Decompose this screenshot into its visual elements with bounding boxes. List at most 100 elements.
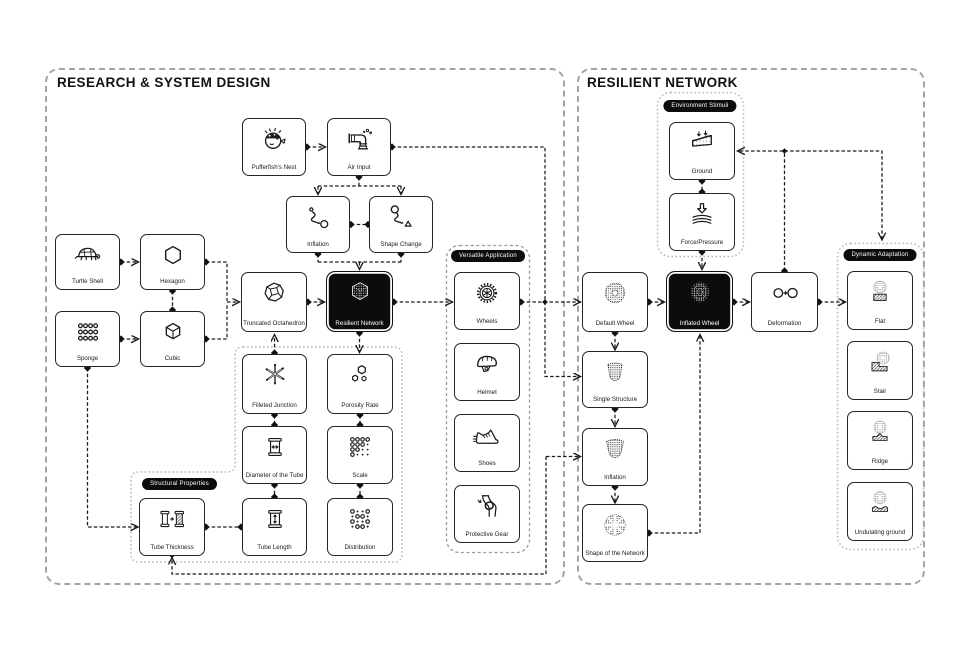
node-label: Tube Thickness — [150, 543, 194, 551]
node-label: Flat — [874, 317, 886, 325]
node-pufferfish-nest: Pufferfish's Nest — [242, 118, 306, 176]
node-label: Scale — [352, 471, 368, 479]
tube-diameter-icon — [267, 437, 282, 457]
node-helmet: Helmet — [454, 343, 520, 401]
node-inflation-left: Inflation — [286, 196, 350, 253]
node-label: Ground — [691, 167, 713, 175]
dynamic-adaptation-pill: Dynamic Adaptation — [843, 249, 917, 261]
node-label: Truncated Octahedron — [243, 319, 305, 327]
wheel-on-flat-icon — [873, 280, 887, 301]
node-truncated-octahedron: Truncated Octahedron — [241, 272, 307, 332]
node-label: Cubic — [164, 354, 181, 362]
node-label: Tube Length — [257, 543, 292, 551]
node-label: Shape of the Network — [585, 549, 645, 557]
pressure-arrow-icon — [692, 203, 712, 224]
inflation-arrow-icon — [309, 207, 329, 229]
node-label: Inflation — [307, 240, 329, 248]
node-label: Single Structure — [592, 395, 638, 403]
node-label: Pufferfish's Nest — [251, 163, 297, 171]
mesh-cube-icon — [351, 282, 368, 300]
pufferfish-icon — [264, 127, 286, 149]
shape-change-arrow-icon — [390, 205, 412, 227]
node-shoes: Shoes — [454, 414, 520, 472]
knee-pad-icon — [477, 495, 497, 517]
node-label: Default Wheel — [595, 319, 635, 327]
node-label: Resilient Network — [335, 319, 384, 327]
node-label: Protective Gear — [465, 530, 509, 538]
node-label: Distribution — [344, 543, 376, 551]
node-label: Force/Pressure — [680, 238, 724, 246]
node-ridge: Ridge — [847, 411, 913, 470]
node-ground: Ground — [669, 122, 735, 180]
node-label: Shoes — [478, 459, 496, 467]
helmet-icon — [477, 355, 497, 373]
node-wheels: Wheels — [454, 272, 520, 330]
mesh-structure-icon — [607, 362, 623, 381]
tube-thickness-icon — [160, 510, 185, 528]
node-scale: Scale — [327, 426, 393, 484]
versatile-application-pill: Versatile Application — [451, 250, 525, 262]
node-label: Filleted Junction — [252, 401, 297, 409]
node-resilient-network: Resilient Network — [326, 271, 393, 332]
junction-icon — [265, 363, 284, 385]
deformation-icon — [772, 287, 798, 299]
cube-icon — [165, 322, 180, 340]
left-panel-title: RESEARCH & SYSTEM DESIGN — [57, 75, 271, 90]
node-label: Deformation — [767, 319, 802, 327]
wheel-icon — [476, 282, 498, 304]
node-flat: Flat — [847, 271, 913, 330]
node-label: Diameter of the Tube — [245, 471, 304, 479]
node-porosity-rate: Porosity Rate — [327, 354, 393, 414]
node-label: Turtle Shell — [71, 277, 104, 285]
node-tube-thickness: Tube Thickness — [139, 498, 205, 556]
porosity-hexagons-icon — [352, 365, 367, 382]
node-sponge: Sponge — [55, 311, 120, 367]
node-inflated-wheel: Inflated Wheel — [666, 271, 733, 332]
structural-properties-pill: Structural Properties — [142, 478, 217, 490]
node-protective-gear: Protective Gear — [454, 485, 520, 543]
node-cubic: Cubic — [140, 311, 205, 367]
node-hexagon: Hexagon — [140, 234, 205, 290]
node-label: Wheels — [476, 317, 498, 325]
node-default-wheel: Default Wheel — [582, 272, 648, 332]
node-filleted-junction: Filleted Junction — [242, 354, 307, 414]
mesh-wheel-icon — [604, 282, 626, 304]
inflated-structure-icon — [606, 439, 624, 458]
sponge-pores-icon — [77, 323, 98, 341]
node-force-pressure: Force/Pressure — [669, 193, 735, 251]
node-label: Inflated Wheel — [679, 319, 720, 327]
node-undulating-ground: Undulating ground — [847, 482, 913, 541]
node-shape-of-network: Shape of the Network — [582, 504, 648, 562]
dynamic-adaptation-container — [836, 242, 925, 551]
node-label: Helmet — [477, 388, 497, 396]
network-flower-icon — [604, 514, 626, 536]
node-label: Ridge — [871, 457, 889, 465]
node-label: Hexagon — [160, 277, 185, 285]
node-inflation-right: Inflation — [582, 428, 648, 486]
sneaker-icon — [472, 429, 499, 444]
node-label: Sponge — [76, 354, 99, 362]
wheel-on-ridge-icon — [872, 420, 888, 441]
air-pump-icon — [348, 128, 372, 150]
truncated-octahedron-icon — [264, 282, 284, 302]
node-shape-change: Shape Change — [369, 196, 433, 253]
node-label: Shape Change — [380, 240, 422, 248]
node-tube-length: Tube Length — [242, 498, 307, 556]
node-label: Air Input — [347, 163, 371, 171]
wheel-on-wave-icon — [871, 491, 889, 512]
node-stair: Stair — [847, 341, 913, 400]
node-label: Inflation — [604, 473, 626, 481]
right-panel-title: RESILIENT NETWORK — [587, 75, 738, 90]
node-label: Porosity Rate — [341, 401, 379, 409]
node-label: Stair — [873, 387, 887, 395]
node-air-input: Air Input — [327, 118, 391, 176]
node-turtle-shell: Turtle Shell — [55, 234, 120, 290]
scale-dots-icon — [350, 437, 371, 458]
hexagon-icon — [164, 245, 181, 265]
wheel-on-stair-icon — [871, 351, 890, 372]
node-diameter-of-tube: Diameter of the Tube — [242, 426, 307, 484]
environment-stimuli-pill: Environment Stimuli — [663, 100, 737, 112]
tube-length-icon — [267, 509, 282, 529]
